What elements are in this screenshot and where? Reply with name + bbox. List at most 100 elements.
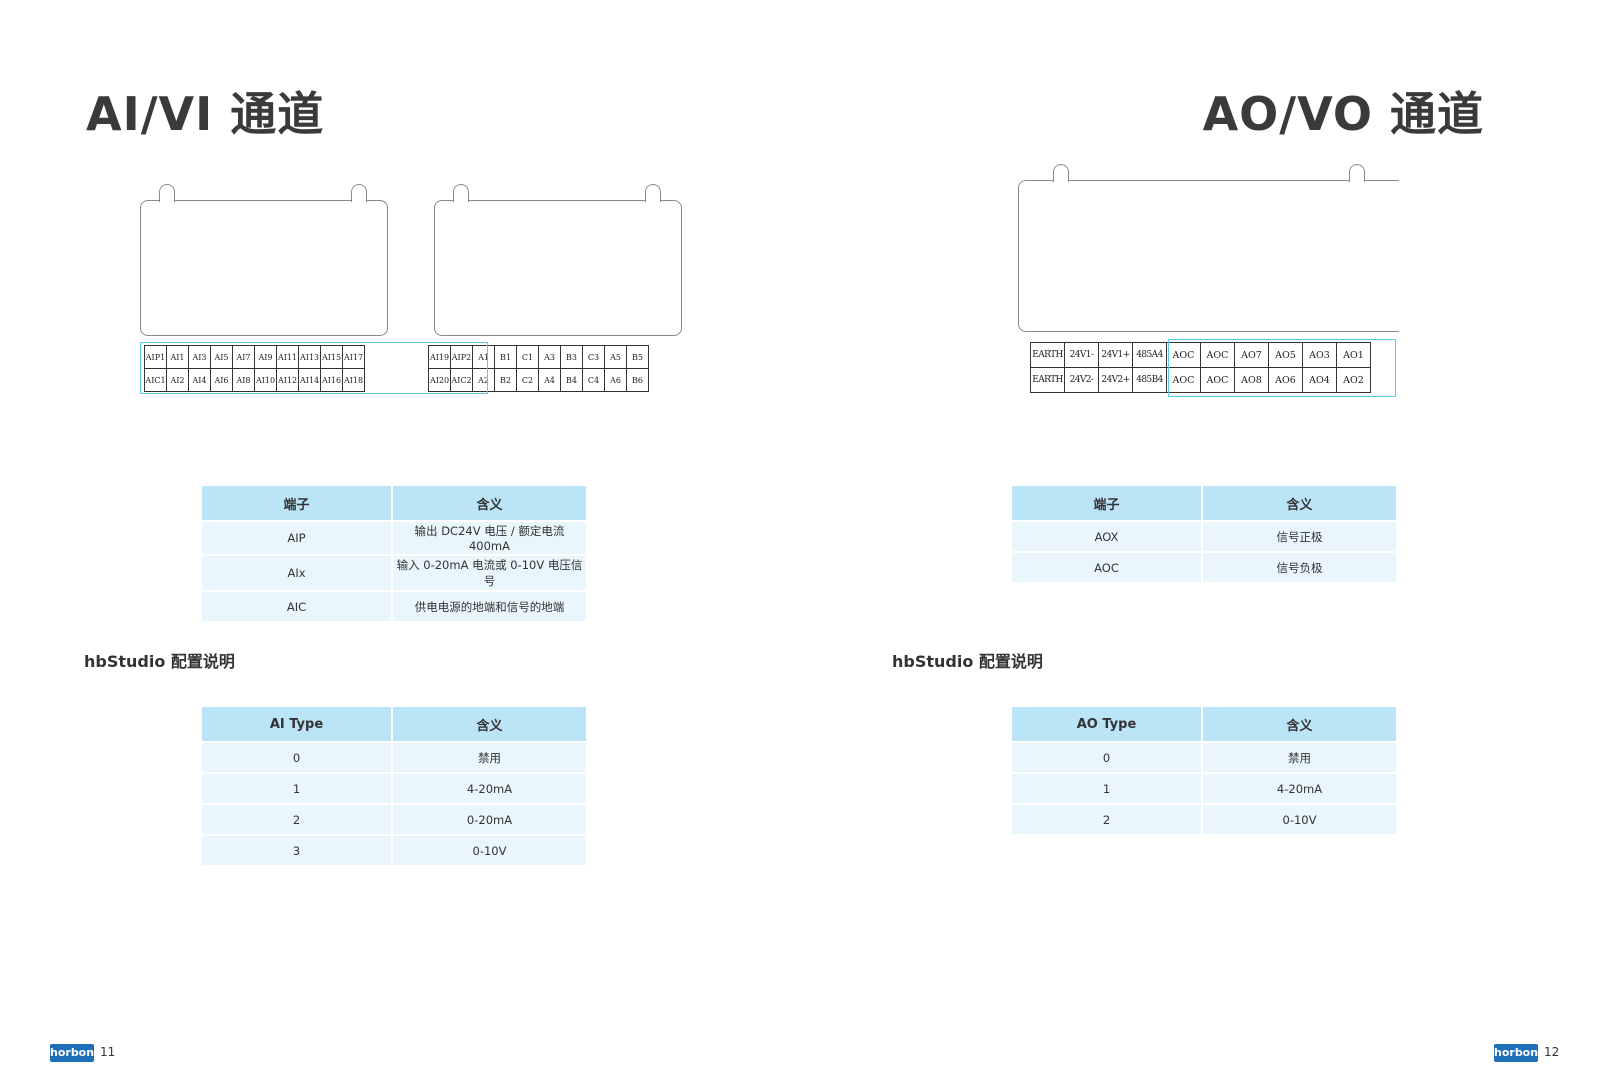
table-header-row: 端子 含义 [1012,486,1396,521]
table-cell: 信号负极 [1202,551,1396,582]
table-header-row: AI Type 含义 [202,707,586,742]
table-cell: 4-20mA [1202,772,1396,804]
horbon-logo: horbon [1494,1044,1538,1062]
table-cell: AOX [1012,520,1203,552]
column-header: 含义 [392,486,586,521]
section-heading-ao-config: hbStudio 配置说明 [892,652,1043,671]
module-tab [453,184,469,202]
module-tab [159,184,175,202]
terminal-cell: AO3 [1302,342,1337,368]
table-cell: 禁用 [392,741,586,773]
terminal-cell: C1 [516,345,539,369]
terminal-cell: 24V2+ [1098,367,1133,393]
terminal-cell: C2 [516,368,539,392]
terminal-cell: AO4 [1302,367,1337,393]
terminal-cell: AOC [1166,367,1201,393]
terminal-cell: EARTH [1030,342,1065,368]
terminal-cell: AIC2 [450,368,473,392]
column-header: 含义 [1202,486,1396,521]
terminal-cell: AO2 [1336,367,1371,393]
page-title-ao: AO/VO 通道 [1202,87,1484,141]
table-cell: 1 [202,772,393,804]
terminal-cell: AI17 [342,345,365,369]
table-cell: 2 [202,803,393,835]
table-cell: 0-20mA [392,803,586,835]
terminal-cell: AI16 [320,368,343,392]
table-cell: 0 [1012,741,1203,773]
terminal-cell: AO5 [1268,342,1303,368]
terminal-cell: AO8 [1234,367,1269,393]
table-cell: 禁用 [1202,741,1396,773]
page-number: 12 [1544,1045,1560,1059]
module-tab [1053,164,1069,182]
terminal-cell: B6 [626,368,649,392]
terminal-cell: AOC [1200,342,1235,368]
terminal-cell: AOC [1200,367,1235,393]
table-cell: 信号正极 [1202,520,1396,552]
terminal-cell: 485A4 [1132,342,1167,368]
column-header: 含义 [392,707,586,742]
terminal-cell: AI18 [342,368,365,392]
terminal-cell: B1 [494,345,517,369]
terminal-cell: AI2 [166,368,189,392]
section-heading-ai-config: hbStudio 配置说明 [84,652,235,671]
terminal-cell: A6 [604,368,627,392]
horbon-logo: horbon [50,1044,94,1062]
table-cell: 输入 0-20mA 电流或 0-10V 电压信号 [392,554,586,591]
column-header: 含义 [1202,707,1396,742]
terminal-cell: A3 [538,345,561,369]
column-header: 端子 [202,486,393,521]
table-cell: 4-20mA [392,772,586,804]
table-cell: 输出 DC24V 电压 / 额定电流 400mA [392,520,586,555]
module-tab [645,184,661,202]
column-header: AO Type [1012,707,1203,742]
terminal-group-outline [140,342,488,394]
table-cell: 供电电源的地端和信号的地端 [392,590,586,621]
terminal-cell: C3 [582,345,605,369]
page-title-ai: AI/VI 通道 [86,87,325,141]
terminal-cell: EARTH [1030,367,1065,393]
table-cell: AIx [202,554,393,591]
terminal-cell: C4 [582,368,605,392]
page-number: 11 [100,1045,116,1059]
module-outline-left-1 [140,184,388,336]
terminal-cell: 24V1- [1064,342,1099,368]
terminal-cell: 485B4 [1132,367,1167,393]
module-tab [351,184,367,202]
table-cell: AIC [202,590,393,621]
terminal-cell: B4 [560,368,583,392]
terminal-cell: 24V2- [1064,367,1099,393]
table-cell: AOC [1012,551,1203,582]
terminal-group-outline [1168,339,1396,397]
module-outline-right [1018,164,1399,332]
terminal-cell: A5 [604,345,627,369]
module-outline-left-2 [434,184,682,336]
terminal-cell: B3 [560,345,583,369]
terminal-cell: B2 [494,368,517,392]
table-cell: AIP [202,520,393,555]
column-header: AI Type [202,707,393,742]
terminal-cell: A4 [538,368,561,392]
table-header-row: AO Type 含义 [1012,707,1396,742]
